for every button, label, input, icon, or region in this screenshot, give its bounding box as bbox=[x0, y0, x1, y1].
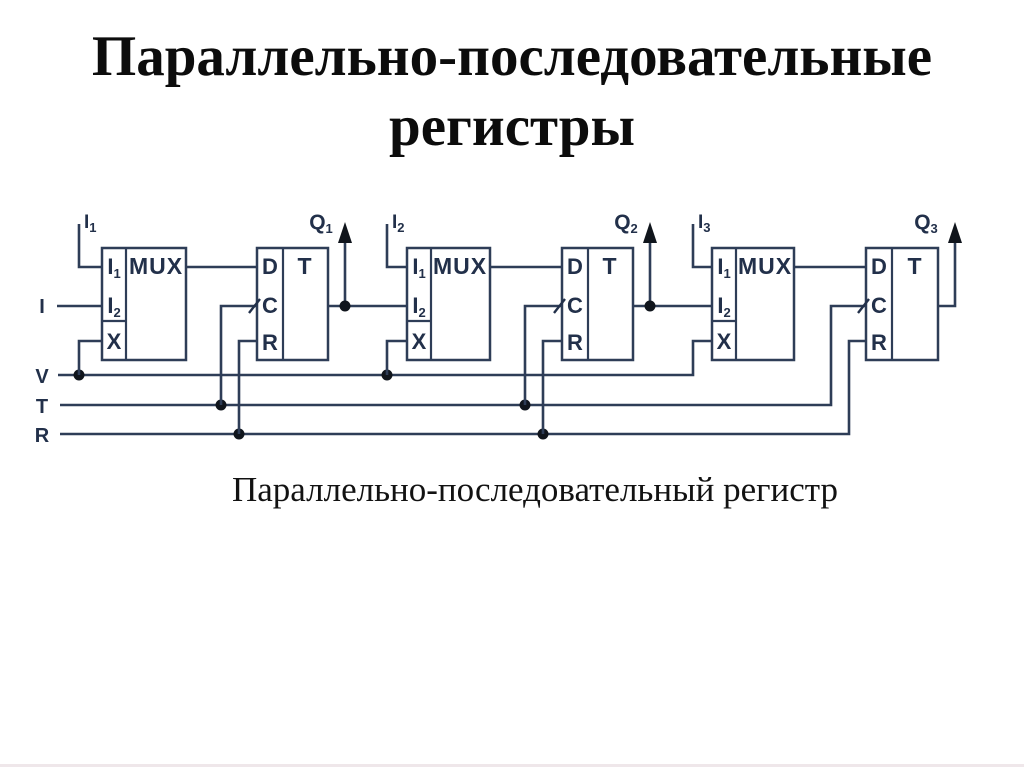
parallel-input-label: I3 bbox=[698, 212, 711, 235]
clock-edge-mark bbox=[553, 298, 566, 314]
diagram-caption: Параллельно-последовательный регистр bbox=[232, 470, 838, 509]
trigger-block bbox=[255, 246, 330, 362]
trigger-port-c: C bbox=[871, 293, 887, 318]
trigger-port-d: D bbox=[567, 254, 583, 279]
clock-edge-mark bbox=[857, 298, 870, 314]
parallel-input-wire bbox=[77, 224, 102, 269]
output-arrow-head bbox=[643, 222, 657, 243]
mux-name: MUX bbox=[738, 253, 792, 279]
output-label: Q2 bbox=[614, 211, 638, 236]
reset-bus-label: R bbox=[35, 425, 50, 447]
mux-port-i1: I1 bbox=[717, 254, 730, 281]
trigger-port-r: R bbox=[871, 330, 887, 355]
mux-port-i2: I2 bbox=[107, 293, 120, 320]
trigger-port-d: D bbox=[871, 254, 887, 279]
stage-3: I3 I1 I2 X MUX D C R T Q3 bbox=[691, 211, 962, 362]
parallel-input-label: I1 bbox=[84, 212, 97, 235]
output-wire bbox=[938, 240, 957, 308]
title-line-1: Параллельно-последовательные bbox=[91, 25, 933, 88]
mux-block bbox=[710, 246, 796, 362]
stage-1: I1 I1 I2 X MUX D C R T bbox=[77, 211, 407, 434]
output-junction-dot bbox=[339, 300, 351, 312]
clock-edge-mark bbox=[248, 298, 261, 314]
trigger-port-c: C bbox=[262, 293, 278, 318]
mux-block bbox=[405, 246, 492, 362]
trigger-port-d: D bbox=[262, 254, 278, 279]
trigger-name: T bbox=[602, 253, 617, 279]
title-line-2: регистры bbox=[389, 95, 635, 158]
output-arrow-head bbox=[338, 222, 352, 243]
output-arrow-head bbox=[948, 222, 962, 243]
mux-port-i1: I1 bbox=[412, 254, 425, 281]
mux-port-x: X bbox=[412, 329, 427, 354]
mux-port-i2: I2 bbox=[412, 293, 425, 320]
parallel-input-label: I2 bbox=[392, 212, 405, 235]
slide-title: Параллельно-последовательные регистры bbox=[0, 22, 1024, 162]
mux-port-i2: I2 bbox=[717, 293, 730, 320]
output-label: Q1 bbox=[309, 211, 333, 236]
load-select-stub-wire bbox=[77, 339, 102, 375]
trigger-port-r: R bbox=[262, 330, 278, 355]
parallel-input-wire bbox=[385, 224, 407, 269]
reset-bus-wire bbox=[60, 339, 866, 436]
control-buses: I V T R bbox=[35, 296, 866, 447]
clock-feed-wire bbox=[523, 304, 562, 405]
serial-input-label: I bbox=[39, 296, 45, 318]
trigger-name: T bbox=[907, 253, 922, 279]
mux-name: MUX bbox=[433, 253, 487, 279]
load-bus-label: V bbox=[35, 366, 49, 388]
clock-bus-label: T bbox=[36, 396, 48, 418]
mux-name: MUX bbox=[129, 253, 183, 279]
trigger-port-c: C bbox=[567, 293, 583, 318]
output-label: Q3 bbox=[914, 211, 938, 236]
mux-port-i1: I1 bbox=[107, 254, 120, 281]
mux-block bbox=[100, 246, 188, 362]
clock-bus-wire bbox=[60, 304, 866, 407]
parallel-input-wire bbox=[691, 224, 712, 269]
reset-feed-wire bbox=[237, 339, 257, 434]
reset-feed-wire bbox=[541, 339, 562, 434]
mux-port-x: X bbox=[717, 329, 732, 354]
output-junction-dot bbox=[644, 300, 656, 312]
mux-port-x: X bbox=[107, 329, 122, 354]
trigger-port-r: R bbox=[567, 330, 583, 355]
load-select-stub-wire bbox=[385, 339, 407, 375]
trigger-name: T bbox=[297, 253, 312, 279]
clock-feed-wire bbox=[219, 304, 257, 405]
load-bus-wire bbox=[58, 339, 712, 377]
trigger-block bbox=[864, 246, 940, 362]
stage-2: I2 I1 I2 X MUX D C R T bbox=[385, 211, 712, 434]
slide-bottom-edge bbox=[0, 764, 1024, 767]
